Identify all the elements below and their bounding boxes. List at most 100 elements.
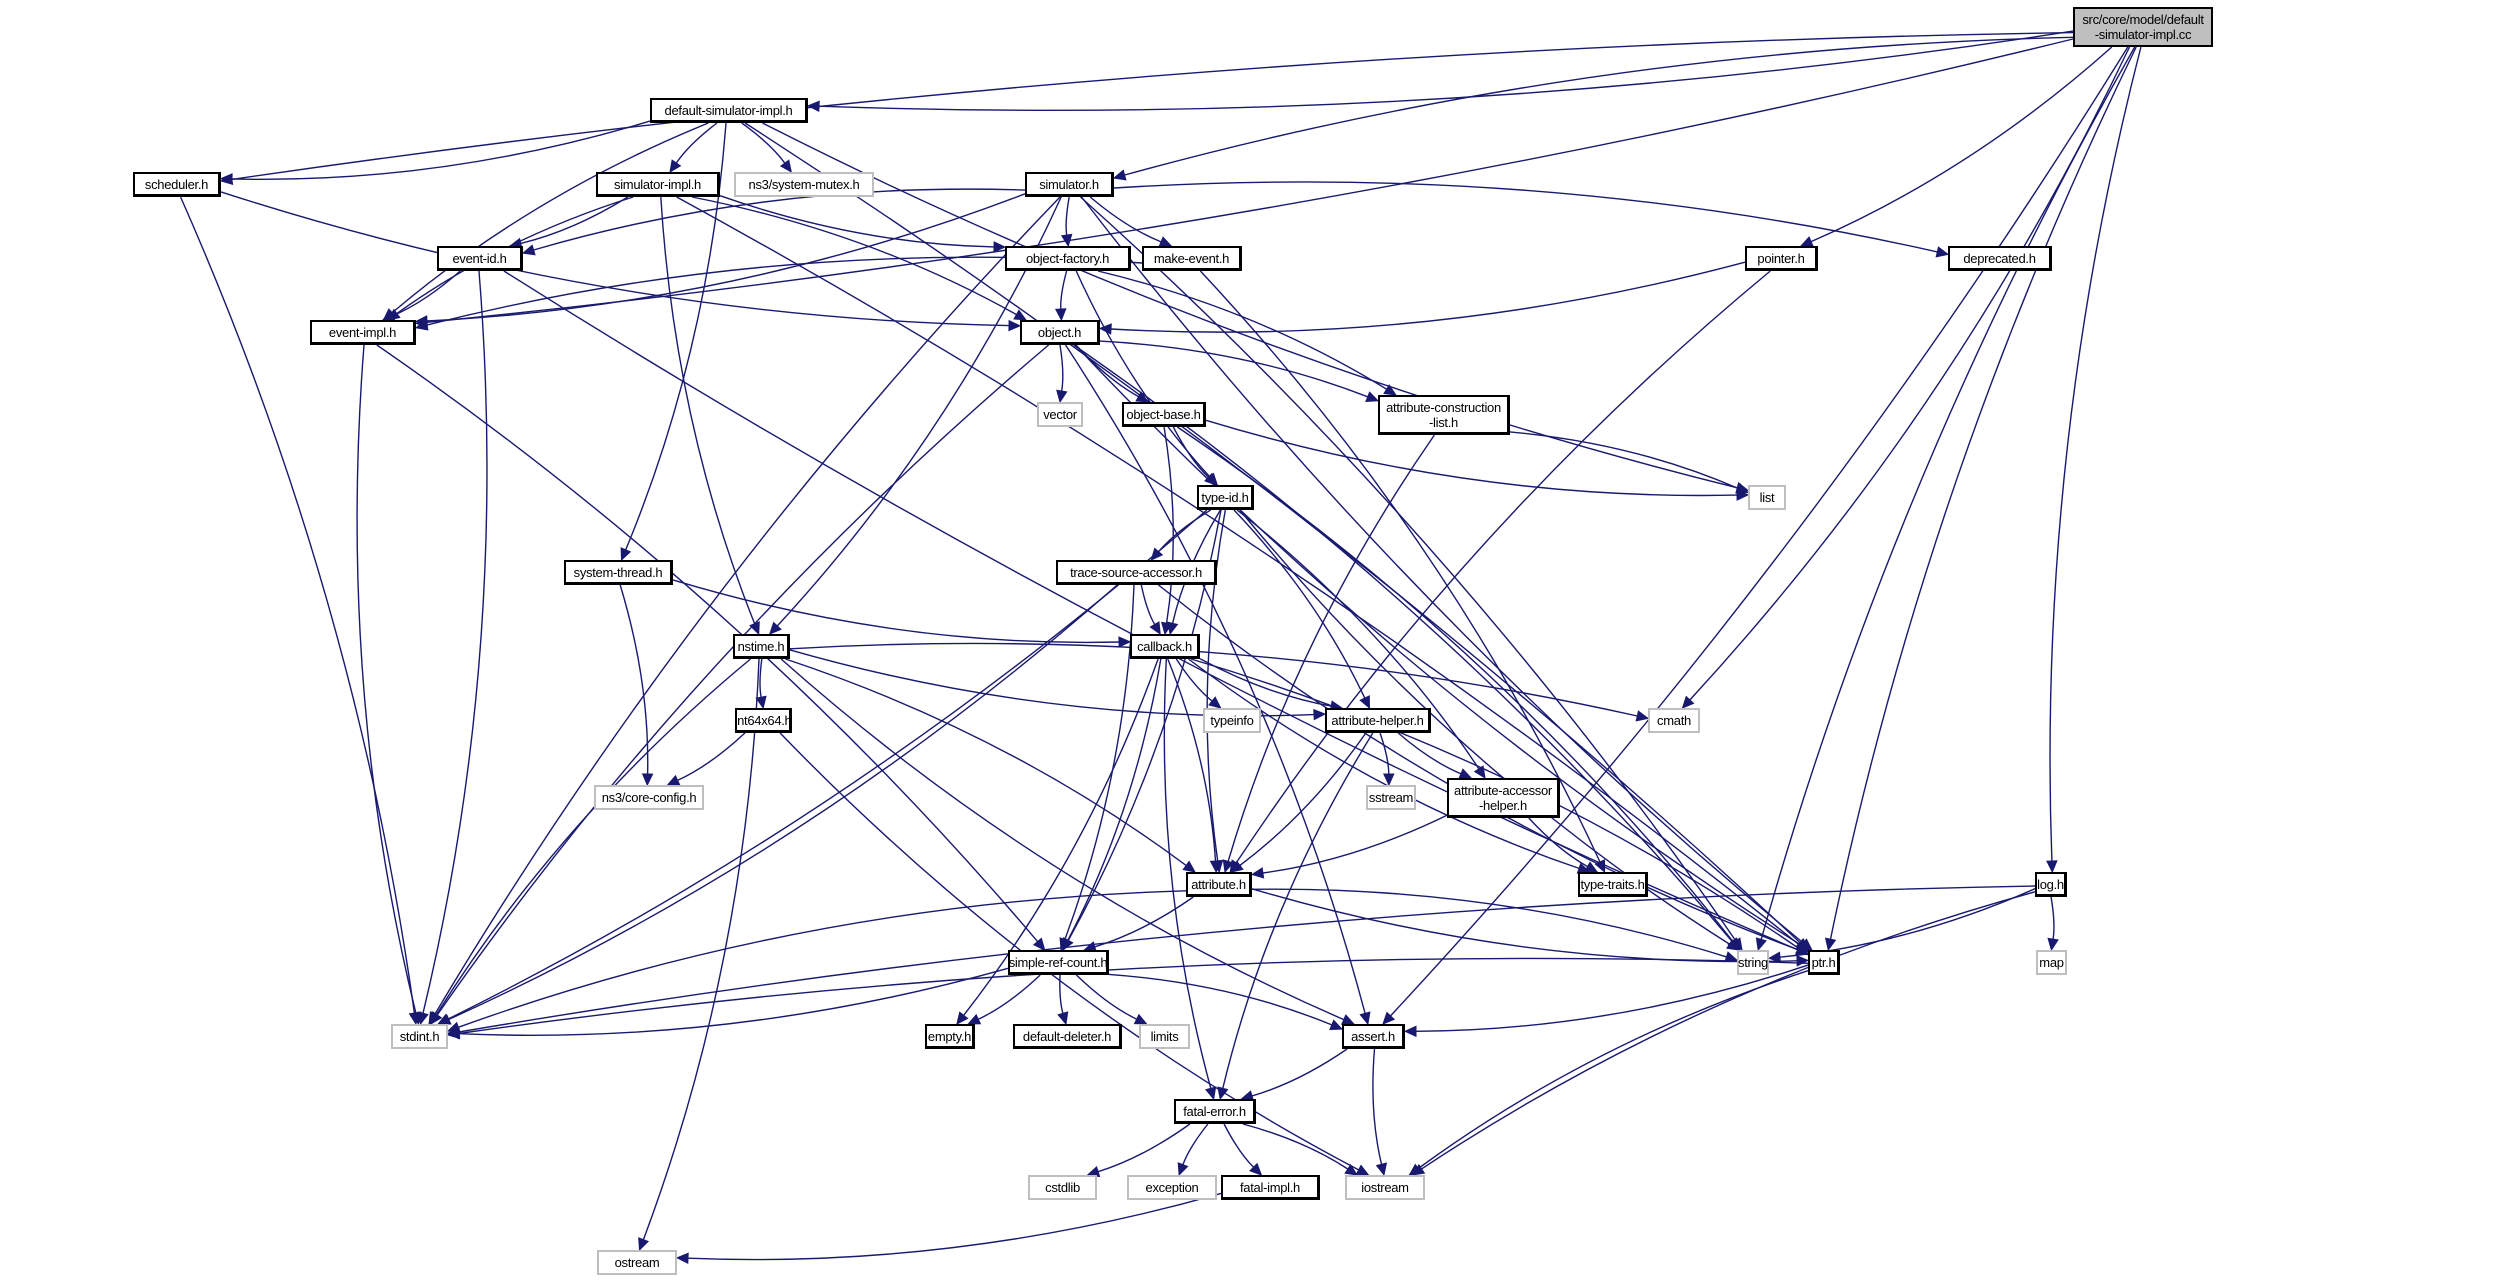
arrowhead-icon	[1098, 323, 1112, 335]
node-vector[interactable]: vector	[1037, 402, 1083, 427]
node-default-deleter-h[interactable]: default-deleter.h	[1013, 1024, 1122, 1049]
edge-attribute-h-to-stdint-h	[458, 890, 1187, 1028]
node-simulator-h[interactable]: simulator.h	[1025, 172, 1114, 197]
node-deprecated-h[interactable]: deprecated.h	[1948, 246, 2052, 271]
node-ptr-h[interactable]: ptr.h	[1808, 950, 1840, 975]
edge-attribute-helper-h-to-fatal-error-h	[1222, 732, 1374, 1089]
node-object-base-h[interactable]: object-base.h	[1122, 402, 1206, 427]
node-assert-h[interactable]: assert.h	[1342, 1024, 1405, 1049]
edge-simulator-impl-h-to-event-id-h	[520, 196, 629, 245]
arrowhead-icon	[1167, 621, 1179, 636]
edge-ptr-h-to-assert-h	[1415, 964, 1809, 1032]
node-attribute-helper-h[interactable]: attribute-helper.h	[1325, 708, 1431, 733]
edge-callback-h-to-simple-ref-count-h	[1067, 658, 1162, 941]
node-type-traits-h[interactable]: type-traits.h	[1578, 872, 1648, 897]
edge-attribute-helper-h-to-sstream	[1379, 732, 1390, 775]
node-system-thread-h[interactable]: system-thread.h	[564, 560, 673, 585]
arrowhead-icon	[1249, 1162, 1263, 1176]
edge-object-base-h-to-callback-h	[1163, 426, 1174, 624]
arrowhead-icon	[768, 621, 782, 635]
node-attribute-construction-list-h[interactable]: attribute-construction -list.h	[1378, 395, 1510, 435]
edge-simple-ref-count-h-to-default-deleter-h	[1059, 974, 1064, 1014]
arrowhead-icon	[641, 773, 654, 787]
arrowhead-icon	[1344, 1163, 1359, 1176]
edge-root-to-scheduler-h	[231, 31, 2074, 181]
node-label: sstream	[1368, 790, 1414, 805]
node-label: scheduler.h	[144, 176, 209, 192]
node-cmath[interactable]: cmath	[1648, 708, 1700, 733]
edge-callback-h-to-attribute-h	[1167, 658, 1217, 862]
edge-attribute-helper-h-to-attribute-accessor-helper-h	[1397, 732, 1462, 775]
node-attribute-h[interactable]: attribute.h	[1186, 872, 1252, 897]
node-int64x64-h[interactable]: int64x64.h	[735, 708, 792, 733]
node-empty-h[interactable]: empty.h	[925, 1024, 975, 1049]
edge-root-to-simulator-h	[1124, 36, 2074, 176]
node-type-id-h[interactable]: type-id.h	[1197, 485, 1254, 510]
edge-nstime-h-to-attribute-helper-h	[789, 649, 1315, 717]
node-simulator-impl-h[interactable]: simulator-impl.h	[596, 172, 720, 197]
arrowhead-icon	[1032, 937, 1046, 951]
node-typeinfo[interactable]: typeinfo	[1203, 708, 1261, 733]
edge-type-id-h-to-attribute-h	[1206, 509, 1226, 862]
arrowhead-icon	[1008, 319, 1022, 332]
node-object-h[interactable]: object.h	[1020, 320, 1100, 345]
arrowhead-icon	[1177, 1162, 1189, 1177]
node-fatal-impl-h[interactable]: fatal-impl.h	[1221, 1175, 1320, 1200]
edge-assert-h-to-fatal-error-h	[1251, 1048, 1348, 1097]
arrowhead-icon	[1584, 861, 1599, 873]
edge-assert-h-to-iostream	[1372, 1048, 1383, 1165]
arrowhead-icon	[1208, 696, 1222, 709]
node-cstdlib[interactable]: cstdlib	[1028, 1175, 1097, 1200]
node-default-simulator-impl-h[interactable]: default-simulator-impl.h	[650, 98, 808, 123]
node-attribute-accessor-helper-h[interactable]: attribute-accessor -helper.h	[1447, 778, 1560, 818]
node-make-event-h[interactable]: make-event.h	[1142, 246, 1242, 271]
node-label: list	[1759, 490, 1775, 505]
arrowhead-icon	[1635, 710, 1650, 722]
node-fatal-error-h[interactable]: fatal-error.h	[1174, 1099, 1256, 1124]
node-map[interactable]: map	[2036, 950, 2067, 975]
node-callback-h[interactable]: callback.h	[1130, 634, 1200, 659]
node-nstime-h[interactable]: nstime.h	[733, 634, 790, 659]
edge-nstime-h-to-attribute-h	[785, 658, 1187, 866]
node-exception[interactable]: exception	[1127, 1175, 1217, 1200]
node-ostream[interactable]: ostream	[597, 1250, 677, 1275]
node-root[interactable]: src/core/model/default -simulator-impl.c…	[2073, 7, 2213, 47]
node-scheduler-h[interactable]: scheduler.h	[133, 172, 221, 197]
node-ns3-system-mutex-h[interactable]: ns3/system-mutex.h	[734, 172, 874, 197]
node-log-h[interactable]: log.h	[2035, 872, 2067, 897]
arrowhead-icon	[1799, 236, 1814, 247]
edge-object-h-to-assert-h	[1065, 344, 1366, 1014]
edge-simple-ref-count-h-to-stdint-h	[458, 967, 1009, 1036]
node-pointer-h[interactable]: pointer.h	[1745, 246, 1818, 271]
node-iostream[interactable]: iostream	[1345, 1175, 1425, 1200]
node-list[interactable]: list	[1748, 485, 1786, 510]
node-limits[interactable]: limits	[1139, 1024, 1190, 1049]
node-stdint-h[interactable]: stdint.h	[391, 1024, 448, 1049]
arrowhead-icon	[1359, 695, 1371, 710]
node-event-impl-h[interactable]: event-impl.h	[310, 320, 416, 345]
edge-simulator-h-to-ptr-h	[1081, 196, 1804, 944]
node-ns3-core-config-h[interactable]: ns3/core-config.h	[594, 785, 704, 810]
node-sstream[interactable]: sstream	[1366, 785, 1416, 810]
arrowhead-icon	[1935, 246, 1950, 258]
node-label: exception	[1145, 1180, 1199, 1195]
node-object-factory-h[interactable]: object-factory.h	[1005, 246, 1131, 271]
edge-simple-ref-count-h-to-empty-h	[978, 974, 1041, 1020]
arrowhead-icon	[429, 1011, 442, 1026]
node-label: default-simulator-impl.h	[664, 102, 793, 118]
node-label: typeinfo	[1210, 713, 1254, 728]
node-event-id-h[interactable]: event-id.h	[437, 246, 523, 271]
node-trace-source-accessor-h[interactable]: trace-source-accessor.h	[1056, 560, 1217, 585]
arrowhead-icon	[666, 774, 681, 786]
edge-simple-ref-count-h-to-assert-h	[1108, 973, 1333, 1026]
edge-attribute-h-to-ptr-h	[1251, 888, 1798, 963]
node-label: fatal-error.h	[1183, 1103, 1246, 1119]
edge-nstime-h-to-stdint-h	[435, 658, 751, 1016]
edge-callback-h-to-fatal-error-h	[1163, 658, 1212, 1089]
node-string[interactable]: string	[1737, 950, 1769, 975]
node-label: fatal-impl.h	[1240, 1179, 1300, 1195]
edge-log-h-to-stdint-h	[458, 885, 2036, 1033]
edge-root-to-cmath	[1689, 46, 2131, 701]
node-simple-ref-count-h[interactable]: simple-ref-count.h	[1008, 950, 1109, 975]
node-label: attribute-helper.h	[1331, 712, 1424, 728]
